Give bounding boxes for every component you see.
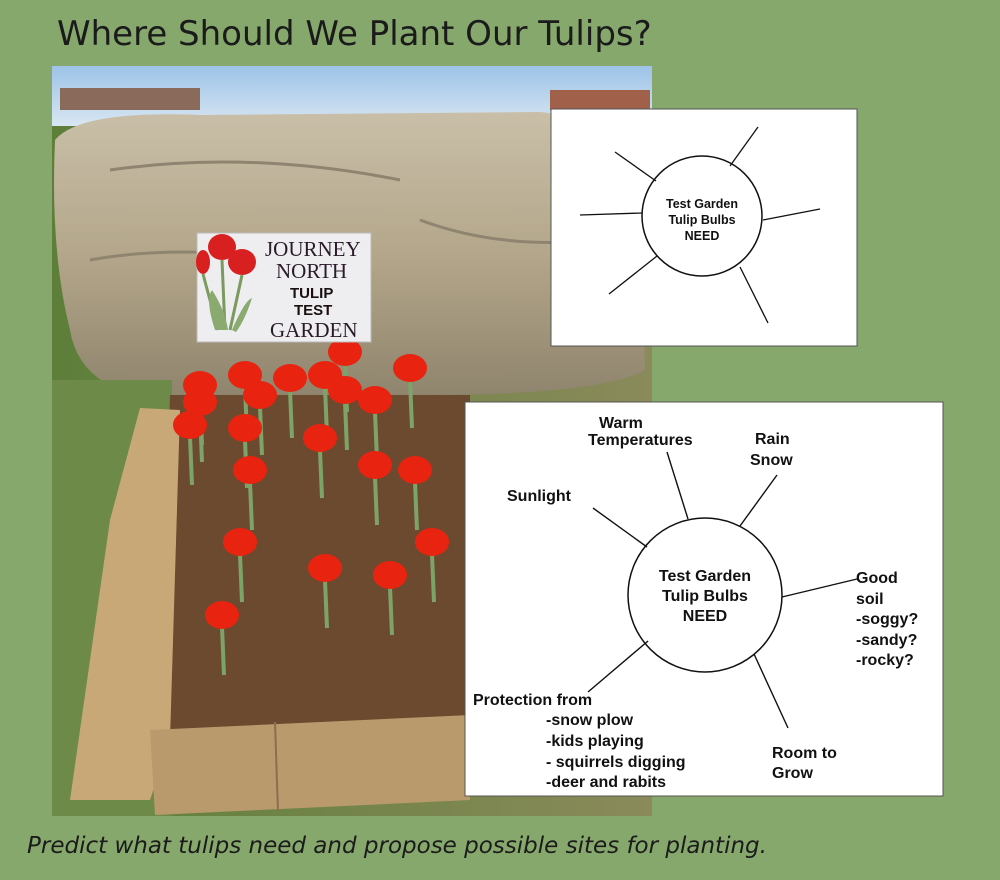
page-caption: Predict what tulips need and propose pos… <box>27 833 767 859</box>
blank-web-center-line1: Test Garden <box>666 197 738 211</box>
tulip-stem <box>238 553 244 603</box>
tulip-flower <box>228 414 262 442</box>
soil-rocky: -rocky? <box>856 652 914 669</box>
protection-squirrels: - squirrels digging <box>546 754 686 771</box>
need-temperatures: Temperatures <box>588 432 693 449</box>
tulip-flower <box>303 424 337 452</box>
tulip-flower <box>228 361 262 389</box>
tulip-flower <box>183 388 217 416</box>
web-center-line2: Tulip Bulbs <box>662 588 748 605</box>
need-warm: Warm <box>599 415 643 432</box>
sign-line-north: NORTH <box>276 259 347 283</box>
sign-line-garden: GARDEN <box>270 318 358 342</box>
tulip-flower <box>205 601 239 629</box>
soil-sandy: -sandy? <box>856 632 917 649</box>
tulip-flower <box>373 561 407 589</box>
need-sunlight: Sunlight <box>507 488 572 505</box>
tulip-stem <box>188 436 194 486</box>
sign-line-test: TEST <box>294 302 332 319</box>
tulip-stem <box>408 379 414 429</box>
web-center-line3: NEED <box>683 608 727 625</box>
tulip-flower <box>173 411 207 439</box>
page-title: Where Should We Plant Our Tulips? <box>57 14 652 54</box>
blank-web-center-line2: Tulip Bulbs <box>668 213 735 227</box>
filled-needs-web-card: Test Garden Tulip Bulbs NEED Warm Temper… <box>464 401 944 797</box>
need-room: Room to <box>772 745 837 762</box>
tulip-stem <box>388 586 394 636</box>
tulip-stem <box>288 389 294 439</box>
sign-line-tulip: TULIP <box>290 285 333 302</box>
need-soil: soil <box>856 591 884 608</box>
tulip-flower <box>243 381 277 409</box>
tulip-flower <box>273 364 307 392</box>
journey-north-sign: JOURNEY NORTH TULIP TEST GARDEN <box>196 232 372 343</box>
tulip-flower <box>393 354 427 382</box>
need-snow: Snow <box>750 452 793 469</box>
tulip-stem <box>373 476 379 526</box>
tulip-stem <box>323 579 329 629</box>
tulip-stem <box>220 626 226 676</box>
protection-deer: -deer and rabits <box>546 774 666 791</box>
tulip-flower <box>358 386 392 414</box>
tulip-stem <box>343 401 349 451</box>
filled-web-spokes <box>587 451 858 729</box>
blank-web-spokes <box>579 126 821 324</box>
need-protection: Protection from <box>473 692 592 709</box>
need-rain: Rain <box>755 431 790 448</box>
tulip-stem <box>248 481 254 531</box>
sign-line-journey: JOURNEY <box>265 237 361 261</box>
soil-soggy: -soggy? <box>856 611 918 628</box>
tulip-flower <box>328 338 362 366</box>
tulip-flower <box>398 456 432 484</box>
tulip-flower <box>415 528 449 556</box>
blank-web-center-line3: NEED <box>685 229 720 243</box>
tulip-flower <box>358 451 392 479</box>
protection-kids: -kids playing <box>546 733 644 750</box>
blank-needs-web-card: Test Garden Tulip Bulbs NEED <box>550 108 858 347</box>
tulip-flower <box>308 554 342 582</box>
need-good: Good <box>856 570 898 587</box>
need-grow: Grow <box>772 765 813 782</box>
tulip-stem <box>318 449 324 499</box>
tulip-flower <box>233 456 267 484</box>
tulips <box>173 338 449 676</box>
tulip-flower <box>223 528 257 556</box>
tulip-stem <box>430 553 436 603</box>
tulip-stem <box>413 481 419 531</box>
protection-snow-plow: -snow plow <box>546 712 634 729</box>
web-center-line1: Test Garden <box>659 568 751 585</box>
tulip-flower <box>328 376 362 404</box>
